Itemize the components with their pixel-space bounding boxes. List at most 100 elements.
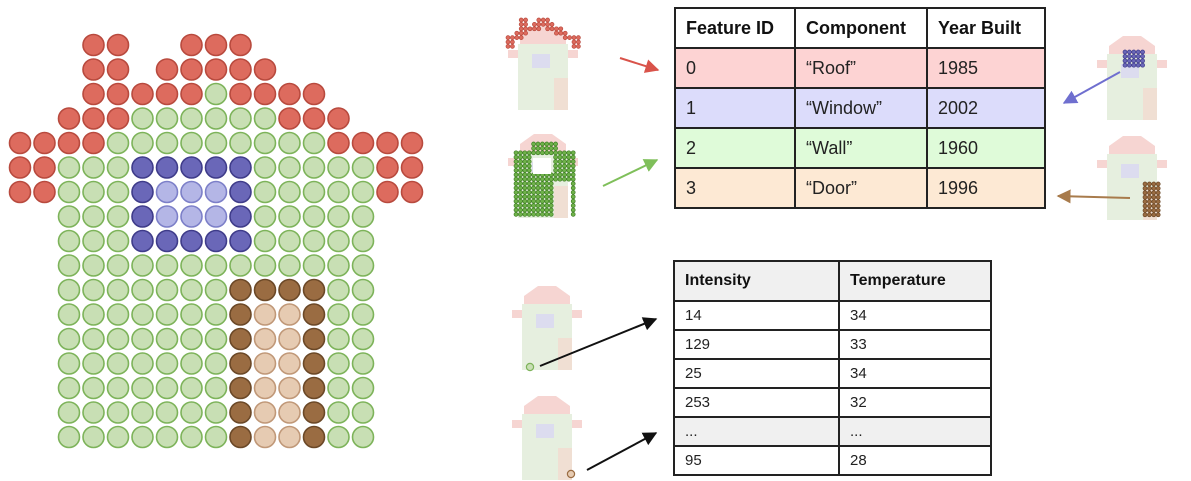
thumb-window-faint bbox=[536, 314, 554, 328]
thumb-wall-dot bbox=[531, 185, 536, 191]
thumb-wall-dot bbox=[548, 150, 554, 156]
attribute-row: 95 28 bbox=[673, 445, 992, 476]
thumb-wall-dot bbox=[518, 194, 523, 200]
arrow-wall bbox=[602, 159, 659, 187]
pixel-wall bbox=[106, 278, 130, 302]
thumb-wall-dot bbox=[518, 159, 523, 164]
pixel-windowLight bbox=[180, 180, 203, 204]
header-temperature: Temperature bbox=[838, 260, 992, 302]
thumb-roof-dot bbox=[571, 39, 577, 45]
pixel-wall bbox=[82, 352, 105, 375]
pixel-wall bbox=[351, 401, 375, 424]
house-thumbnail-door bbox=[1097, 136, 1167, 220]
pixel-doorLight bbox=[253, 352, 277, 375]
house-thumbnail-pixel-1 bbox=[512, 286, 582, 372]
thumb-door-dot bbox=[1151, 186, 1157, 191]
pixel-wall bbox=[253, 205, 277, 228]
thumb-roof-dot bbox=[510, 44, 515, 49]
thumb-wall-dot bbox=[518, 172, 523, 178]
cell-component: “Roof” bbox=[794, 47, 928, 89]
thumb-window-dot bbox=[1122, 49, 1128, 55]
thumb-wall-dot bbox=[522, 172, 528, 178]
pixel-roof bbox=[82, 58, 105, 81]
pixel-wall bbox=[155, 352, 179, 375]
thumb-door-dot bbox=[1142, 212, 1148, 218]
cell-component: “Window” bbox=[794, 87, 928, 129]
thumb-roof-dot bbox=[536, 17, 542, 23]
cell-intensity: 95 bbox=[673, 445, 840, 476]
house-thumbnail-roof bbox=[505, 17, 581, 110]
thumb-wall-dot bbox=[548, 146, 554, 151]
pixel-windowLight bbox=[204, 205, 228, 228]
thumb-roof-dot bbox=[562, 35, 568, 40]
thumb-wall-dot bbox=[540, 212, 545, 217]
cell-year-built: 1996 bbox=[926, 167, 1046, 209]
thumb-wall-dot bbox=[566, 150, 572, 156]
feature-table-header-row: Feature ID Component Year Built bbox=[674, 7, 1046, 49]
pixel-wall bbox=[131, 303, 154, 326]
thumb-roof-dot bbox=[545, 17, 550, 23]
thumb-door-dot bbox=[1151, 199, 1157, 204]
thumb-window-dot bbox=[1131, 49, 1137, 55]
pixel-wall bbox=[351, 327, 375, 351]
thumb-wall-dot bbox=[535, 203, 541, 208]
thumb-door-dot bbox=[1142, 186, 1148, 191]
pixel-windowDark bbox=[131, 205, 154, 228]
pixel-roof bbox=[82, 131, 105, 155]
thumb-roof-dot bbox=[532, 26, 537, 32]
feature-row-wall: 2 “Wall” 1960 bbox=[674, 127, 1046, 169]
pixel-doorDark bbox=[229, 401, 252, 424]
pixel-wall bbox=[204, 425, 228, 449]
thumb-wall-dot bbox=[540, 150, 545, 156]
pixel-wall bbox=[204, 254, 228, 277]
thumb-roof-dot bbox=[518, 26, 524, 32]
pixel-wall bbox=[278, 131, 301, 155]
thumb-wall-dot bbox=[513, 207, 519, 213]
thumb-wall-dot bbox=[531, 141, 536, 147]
thumb-wall-dot bbox=[522, 154, 528, 160]
thumb-roof-dot bbox=[518, 35, 524, 40]
thumb-wall-dot bbox=[535, 198, 541, 204]
pixel-doorDark bbox=[302, 352, 326, 375]
thumb-wall-dot bbox=[518, 181, 523, 186]
thumb-roof-dot bbox=[545, 22, 550, 27]
thumb-wall-dot bbox=[513, 194, 519, 200]
thumb-wall-dot bbox=[570, 185, 576, 191]
pixel-wall bbox=[82, 327, 105, 351]
thumb-wall-dot bbox=[544, 198, 550, 204]
pixel-wall bbox=[57, 229, 81, 253]
pixel-wall bbox=[180, 401, 203, 424]
thumb-roof-dot bbox=[536, 22, 542, 27]
thumb-wall-dot bbox=[526, 198, 532, 204]
pixel-roof bbox=[155, 82, 179, 106]
thumb-wall-dot bbox=[535, 150, 541, 156]
thumb-door-dot bbox=[1151, 203, 1157, 209]
thumb-wall-dot bbox=[513, 181, 519, 186]
thumb-door-dot bbox=[1142, 203, 1148, 209]
thumb-wall-dot bbox=[557, 150, 563, 156]
pixel-wall bbox=[327, 303, 350, 326]
thumb-roof-dot bbox=[505, 44, 511, 49]
pixel-roof bbox=[8, 131, 32, 155]
cell-year-built: 2002 bbox=[926, 87, 1046, 129]
thumb-wall-dot bbox=[553, 154, 558, 160]
thumb-wall-dot bbox=[522, 185, 528, 191]
pixel-wall bbox=[131, 278, 154, 302]
cell-feature-id: 0 bbox=[674, 47, 796, 89]
pixel-wall bbox=[327, 229, 350, 253]
pixel-wall bbox=[253, 254, 277, 277]
thumb-door-faint bbox=[554, 186, 568, 218]
house-thumbnail-window bbox=[1097, 36, 1167, 120]
pixel-doorDark bbox=[302, 376, 326, 400]
thumb-wall-dot bbox=[526, 154, 532, 160]
pixel-wall bbox=[106, 401, 130, 424]
pixel-wall bbox=[327, 254, 350, 277]
header-year-built: Year Built bbox=[926, 7, 1046, 49]
thumb-window-dot bbox=[1135, 54, 1141, 59]
pixel-doorLight bbox=[253, 401, 277, 424]
thumb-wall-dot bbox=[522, 163, 528, 169]
thumb-wall-dot bbox=[562, 176, 567, 182]
thumb-roof-dot bbox=[571, 35, 577, 40]
pixel-wall bbox=[327, 425, 350, 449]
cell-intensity: 25 bbox=[673, 358, 840, 389]
